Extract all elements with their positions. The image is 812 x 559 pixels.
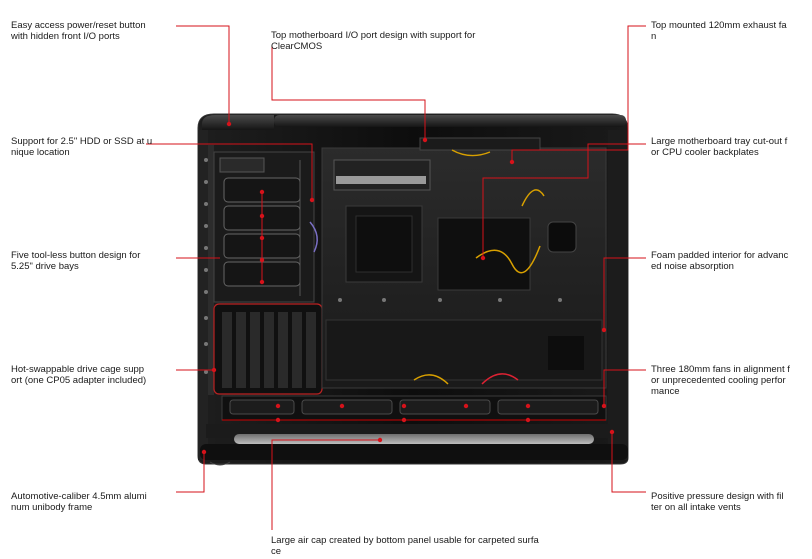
- callout-lines: [146, 25, 646, 530]
- hdd-cage: [213, 303, 323, 395]
- front-panel: [204, 145, 214, 395]
- drive-bays: [213, 151, 315, 303]
- callout-tray-cutout: Large motherboard tray cut-out f or CPU …: [651, 136, 788, 158]
- callout-hdd-ssd: Support for 2.5" HDD or SSD at u nique l…: [11, 136, 153, 158]
- callout-dots: [201, 121, 615, 455]
- callout-hot-swap: Hot-swappable drive cage supp ort (one C…: [11, 364, 147, 386]
- callout-pressure: Positive pressure design with fil ter on…: [651, 491, 784, 513]
- bottom-fans: [221, 395, 607, 421]
- callout-foam: Foam padded interior for advanc ed noise…: [651, 250, 789, 272]
- callout-drive-bays: Five tool-less button design for 5.25" d…: [11, 250, 141, 272]
- callout-exhaust-fan: Top mounted 120mm exhaust fa n: [651, 20, 787, 42]
- callout-fans: Three 180mm fans in alignment f or unpre…: [651, 364, 790, 397]
- motherboard-tray: [309, 147, 607, 389]
- callout-air-gap: Large air cap created by bottom panel us…: [271, 535, 539, 557]
- callout-frame: Automotive-caliber 4.5mm alumi num unibo…: [11, 491, 147, 513]
- case-base: [200, 424, 628, 466]
- top-fan-area: [419, 137, 541, 157]
- callout-power-reset: Easy access power/reset button with hidd…: [11, 20, 146, 42]
- callout-top-io: Top motherboard I/O port design with sup…: [271, 30, 476, 52]
